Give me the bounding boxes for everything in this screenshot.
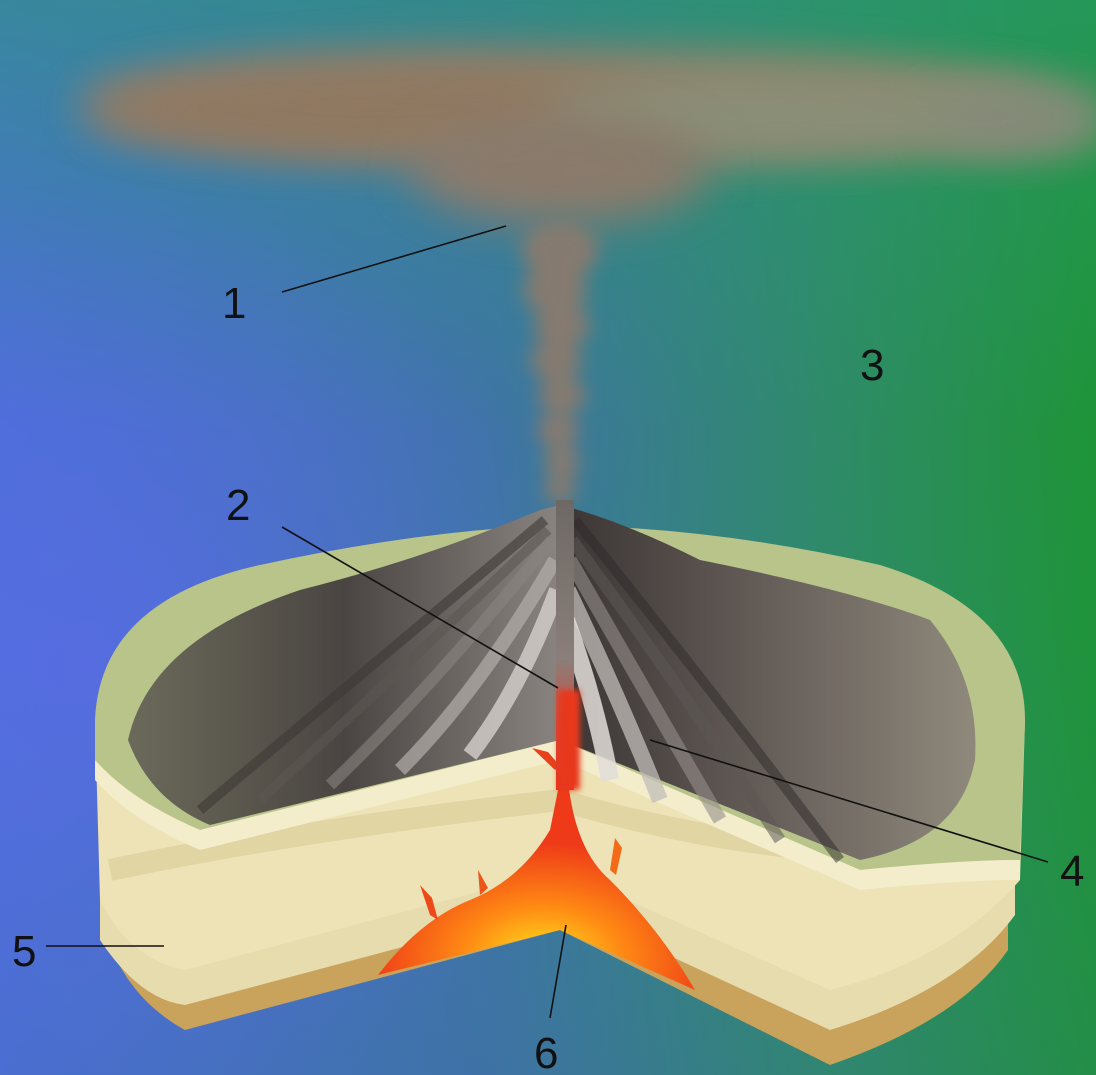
label-2: 2 [226, 481, 250, 530]
label-5: 5 [12, 927, 36, 976]
label-6: 6 [534, 1029, 558, 1075]
label-4: 4 [1060, 847, 1084, 896]
label-1: 1 [222, 279, 246, 328]
label-3: 3 [860, 341, 884, 390]
